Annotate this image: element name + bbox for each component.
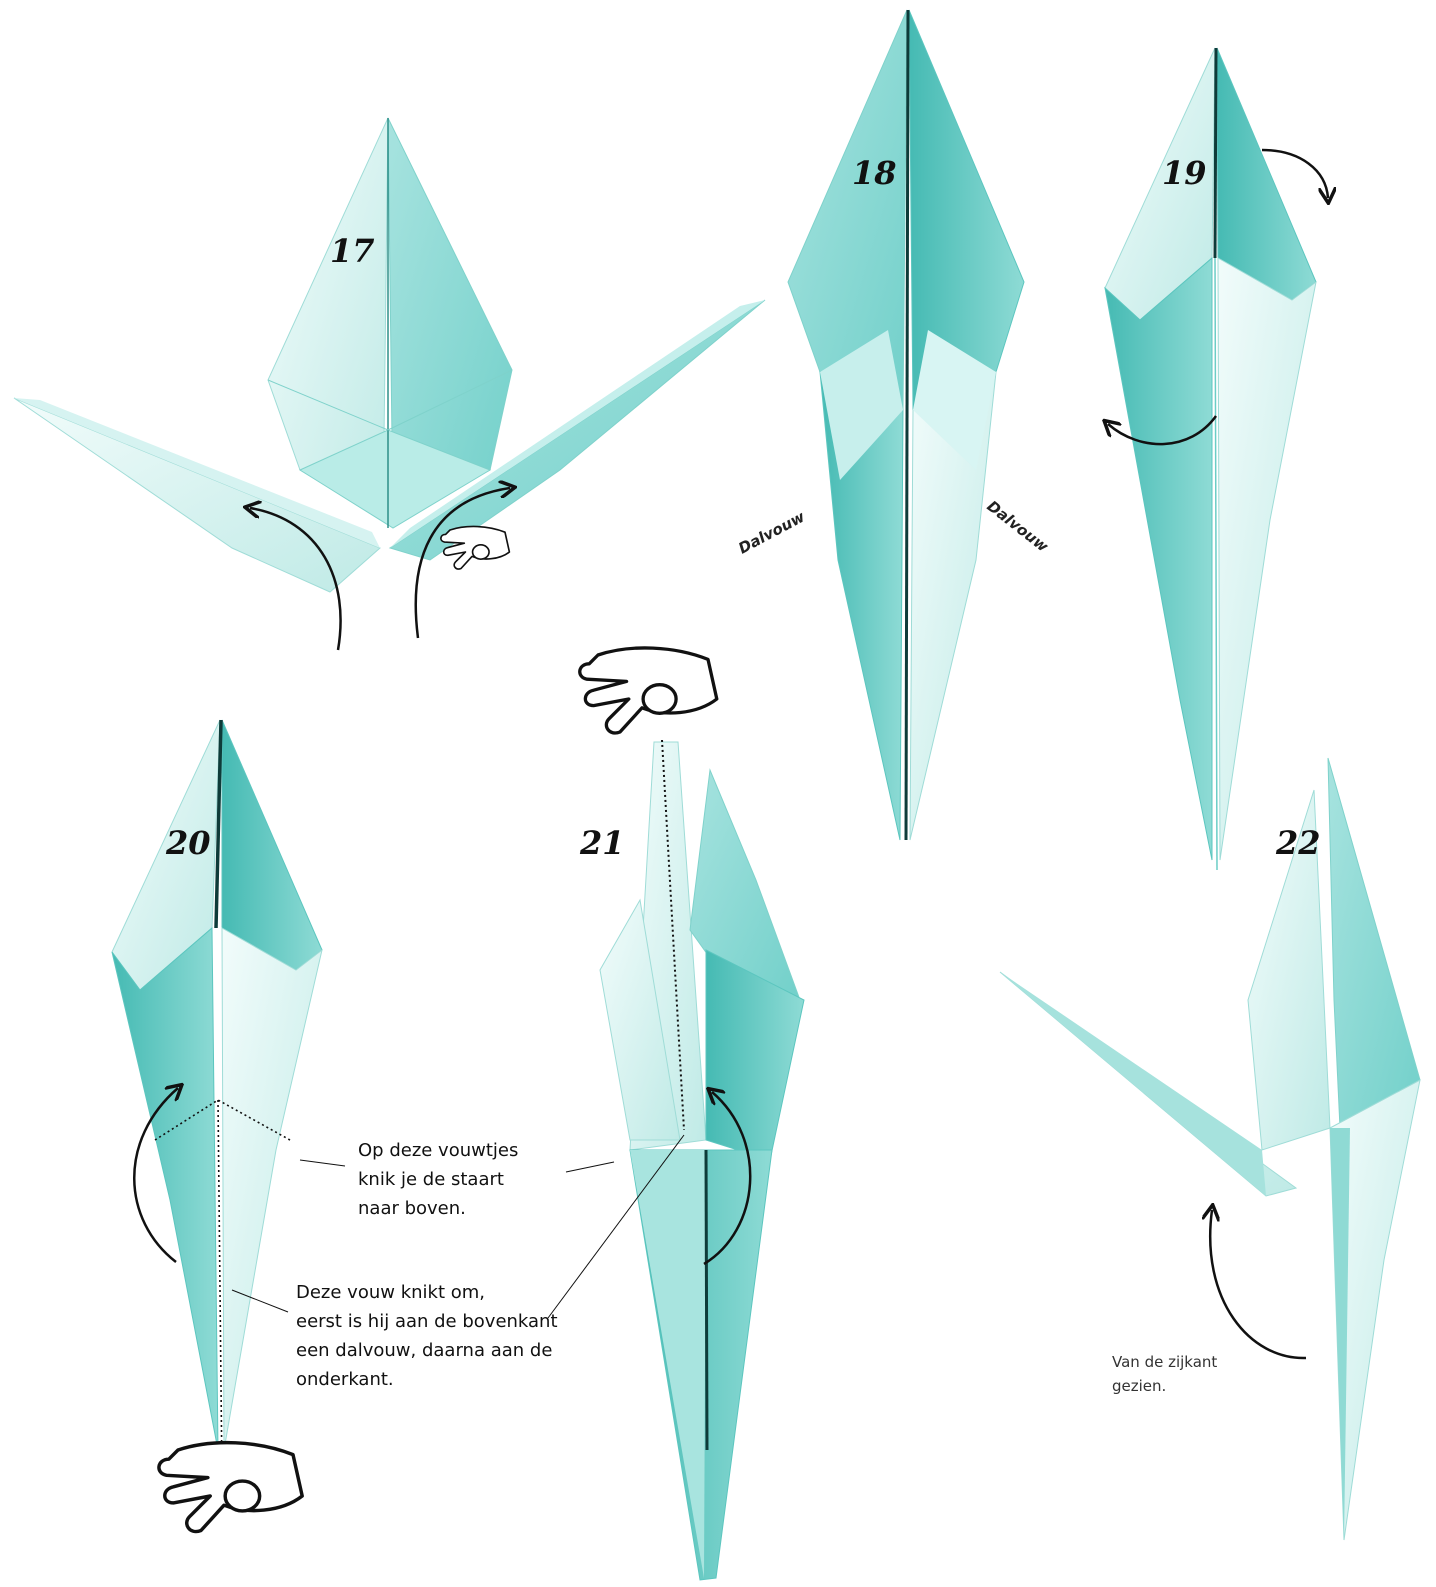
step-22-crane: 22 [1000, 758, 1420, 1540]
step-19-number: 19 [1162, 154, 1207, 192]
step-19-top-right [1217, 48, 1316, 300]
step-21-crane: 21 [548, 648, 804, 1580]
step-22-number: 22 [1275, 824, 1321, 862]
side-view-note: Van de zijkant gezien. [1112, 1350, 1217, 1398]
step-21-number: 21 [579, 824, 625, 862]
tail-fold-note-line: Op deze vouwtjes [358, 1136, 518, 1165]
tail-fold-note: Op deze vouwtjes knik je de staart naar … [358, 1136, 518, 1223]
step-19-body-left [1105, 258, 1212, 860]
step-21-leader-line [566, 1162, 614, 1172]
step-19-lower-crease [1215, 258, 1217, 870]
reverse-fold-note-line: Deze vouw knikt om, [296, 1278, 558, 1307]
step-21-tail-light [630, 1150, 706, 1578]
reverse-fold-note-line: eerst is hij aan de bovenkant [296, 1307, 558, 1336]
step-18-number: 18 [852, 154, 897, 192]
step-20-body-left [112, 928, 218, 1450]
step-18-fold-label-left: Dalvouw [735, 508, 807, 558]
tail-fold-note-line: naar boven. [358, 1194, 518, 1223]
step-19-center-crease [1215, 48, 1216, 258]
hand-icon [441, 526, 510, 569]
reverse-fold-note: Deze vouw knikt om, eerst is hij aan de … [296, 1278, 558, 1394]
step-22-body-right [1328, 758, 1420, 1128]
step-20-number: 20 [165, 824, 211, 862]
side-view-note-line: gezien. [1112, 1374, 1217, 1398]
reverse-fold-note-line: onderkant. [296, 1365, 558, 1394]
step-19-crane: 19 [1105, 48, 1328, 870]
step-18-center-crease [906, 10, 908, 840]
tail-fold-note-line: knik je de staart [358, 1165, 518, 1194]
step-19-body-right [1218, 258, 1316, 860]
step-18-fold-label-right: Dalvouw [984, 497, 1052, 556]
hand-icon [580, 648, 717, 733]
side-view-note-line: Van de zijkant [1112, 1350, 1217, 1374]
step-17-number: 17 [330, 232, 375, 270]
step-20-leader-line [300, 1160, 345, 1166]
step-20-top-right [222, 720, 322, 970]
hand-icon [159, 1443, 302, 1532]
step-21-tail-crease [706, 1150, 707, 1450]
step-17-crane: 17 [14, 118, 765, 650]
step-20-crane: 20 [112, 720, 345, 1532]
curved-arrow-icon [1210, 1210, 1306, 1358]
reverse-fold-note-line: een dalvouw, daarna aan de [296, 1336, 558, 1365]
step-18-crane: 18 Dalvouw Dalvouw [735, 10, 1051, 840]
